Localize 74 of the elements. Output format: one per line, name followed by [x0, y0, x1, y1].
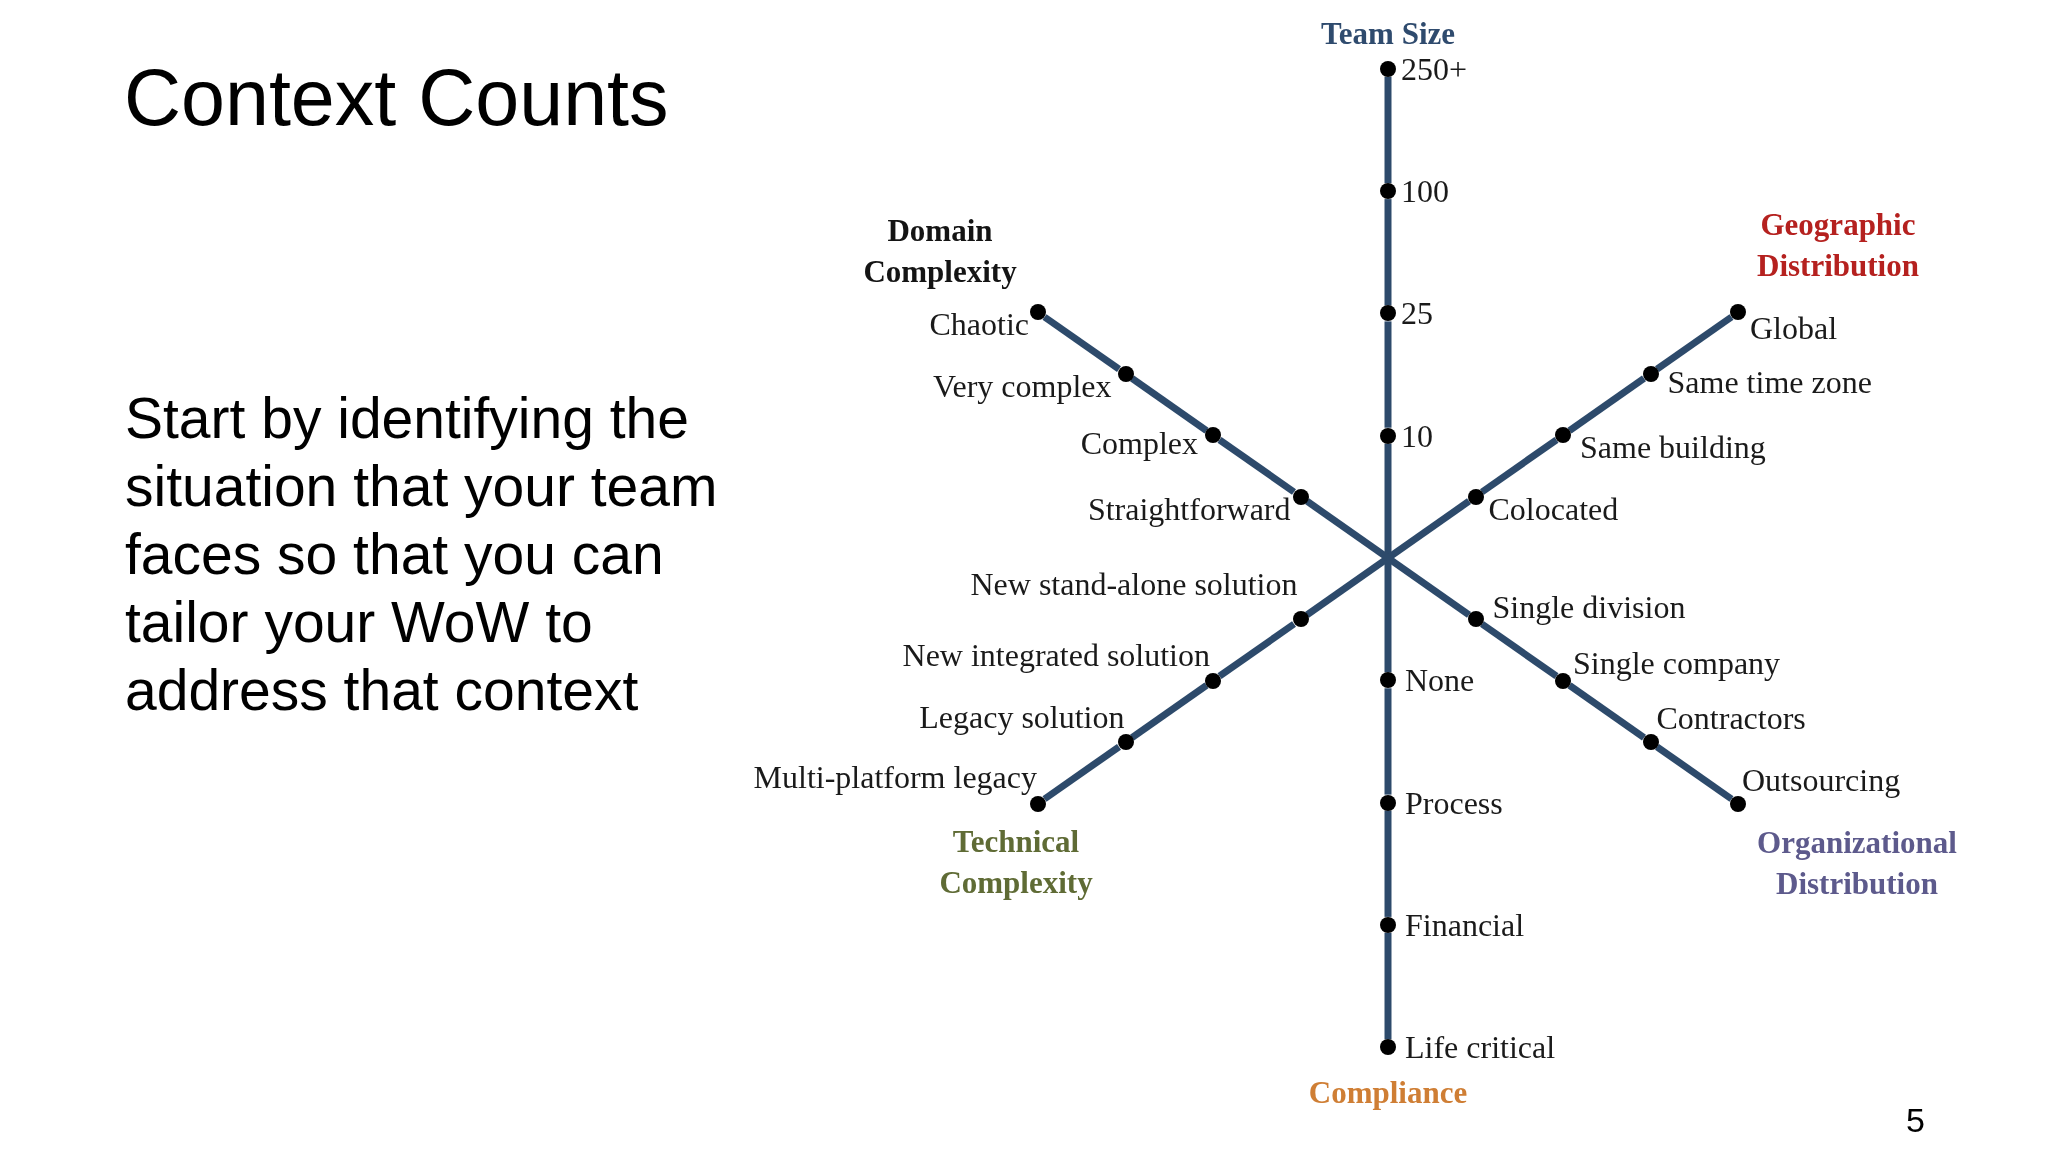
scale-label: 100	[1401, 172, 1449, 211]
dot-marker-icon	[1380, 916, 1396, 933]
scale-label: Colocated	[1488, 489, 1619, 528]
axis-line	[1384, 443, 1392, 673]
axis-line	[1480, 621, 1559, 680]
dot-marker-icon	[1380, 183, 1396, 200]
scale-label: Straightforward	[1087, 489, 1291, 528]
axis-line	[1567, 682, 1646, 741]
dot-marker-icon	[1730, 304, 1746, 321]
scale-label: Multi-platform legacy	[753, 757, 1037, 796]
scale-label: Same building	[1580, 428, 1766, 467]
axis-line	[1384, 76, 1392, 184]
scale-label: Contractors	[1656, 699, 1806, 738]
axis-line	[1042, 314, 1121, 373]
axis-line	[1384, 321, 1392, 428]
axis-line	[1042, 743, 1121, 802]
axis-line	[1655, 743, 1734, 802]
axis-line	[1384, 932, 1392, 1040]
scale-label: Life critical	[1405, 1028, 1556, 1067]
dot-marker-icon	[1380, 794, 1396, 811]
axis-title: Technical Complexity	[939, 823, 1093, 902]
axis-line	[1130, 682, 1209, 741]
scale-label: Same time zone	[1667, 362, 1872, 401]
dot-marker-icon	[1467, 488, 1484, 505]
axis-line	[1217, 621, 1296, 680]
axis-title: Compliance	[1308, 1073, 1468, 1112]
dot-marker-icon	[1380, 427, 1396, 444]
dot-marker-icon	[1117, 734, 1134, 751]
dot-marker-icon	[1380, 1039, 1396, 1056]
scale-label: Outsourcing	[1742, 760, 1901, 799]
dot-marker-icon	[1555, 427, 1571, 444]
dot-marker-icon	[1117, 365, 1134, 382]
dot-marker-icon	[1292, 488, 1309, 505]
scale-label: New integrated solution	[902, 635, 1210, 674]
axis-line	[1480, 436, 1559, 495]
dot-marker-icon	[1380, 305, 1396, 322]
axis-title: Organizational Distribution	[1757, 824, 1957, 903]
body-text: Start by identifying the situation that your team faces so that you can tailor your WoW to address that context	[125, 385, 719, 724]
dot-marker-icon	[1205, 427, 1221, 444]
axis-title: Domain Complexity	[863, 212, 1017, 291]
dot-marker-icon	[1380, 60, 1396, 77]
scale-label: New stand-alone solution	[970, 565, 1298, 604]
dot-marker-icon	[1205, 672, 1221, 689]
dot-marker-icon	[1292, 611, 1309, 628]
scale-label: 10	[1401, 416, 1433, 455]
page-number: 5	[1906, 1100, 1925, 1140]
axis-line	[1217, 436, 1296, 495]
scale-label: Chaotic	[929, 305, 1029, 344]
dot-marker-icon	[1642, 734, 1659, 751]
scale-label: None	[1405, 661, 1475, 700]
dot-marker-icon	[1030, 304, 1046, 321]
scale-label: Very complex	[932, 366, 1112, 405]
axis-line	[1655, 314, 1734, 373]
scale-label: Process	[1405, 783, 1503, 822]
crossing-lines	[1305, 498, 1471, 618]
scale-label: Single division	[1492, 588, 1686, 627]
axis-title: Geographic Distribution	[1757, 206, 1919, 285]
dot-marker-icon	[1467, 611, 1484, 628]
dot-marker-icon	[1380, 672, 1396, 689]
scale-label: Legacy solution	[919, 698, 1125, 737]
slide-title: Context Counts	[124, 58, 669, 138]
scale-label: Financial	[1405, 905, 1525, 944]
axis-line	[1130, 375, 1209, 434]
dot-marker-icon	[1030, 795, 1046, 812]
scale-label: Complex	[1080, 424, 1198, 463]
dot-marker-icon	[1642, 365, 1659, 382]
axis-line	[1384, 688, 1392, 795]
axis-line	[1384, 199, 1392, 306]
scale-label: Global	[1750, 309, 1838, 348]
axis-line	[1384, 810, 1392, 917]
scale-label: 25	[1401, 294, 1433, 333]
axis-line	[1567, 375, 1646, 434]
dot-marker-icon	[1555, 672, 1571, 689]
scale-label: Single company	[1573, 643, 1781, 682]
